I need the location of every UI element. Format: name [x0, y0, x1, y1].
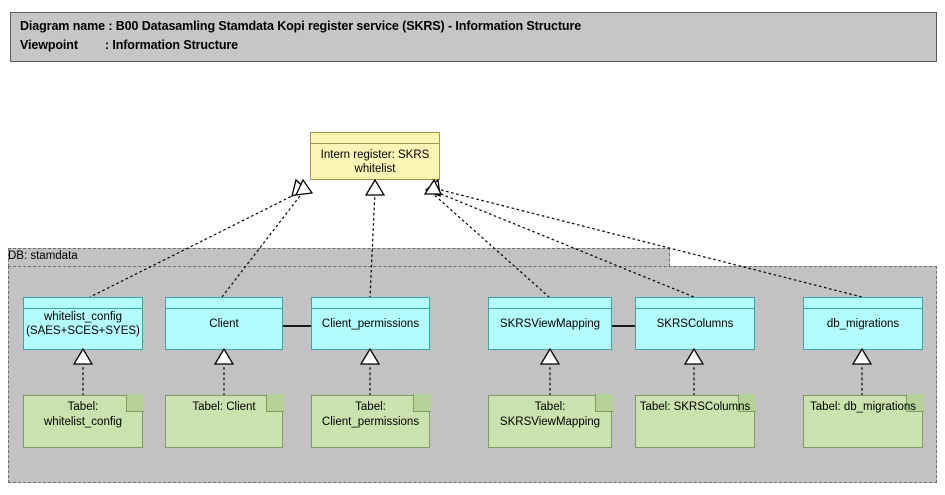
- note-label: Tabel: whitelist_config: [44, 401, 122, 428]
- note-tabel-client_permissions[interactable]: Tabel: Client_permissions: [311, 394, 431, 448]
- note-tabel-whitelist_config[interactable]: Tabel: whitelist_config: [23, 394, 144, 448]
- link-root-skrsviewmapping: [430, 191, 550, 298]
- arrowhead-generalization-icon: [423, 178, 443, 195]
- node-client[interactable]: Client: [165, 297, 283, 350]
- db-group-body: [8, 266, 937, 483]
- node-label: SKRSColumns: [656, 318, 734, 330]
- node-header-strip: [804, 298, 922, 309]
- note-label: Tabel: Client_permissions: [321, 401, 420, 428]
- node-header-strip: [636, 298, 754, 309]
- note-fold-corner-icon: [906, 394, 924, 412]
- note-body: [23, 395, 143, 448]
- node-db_migrations[interactable]: db_migrations: [803, 297, 923, 350]
- node-label: Client_permissions: [321, 318, 420, 330]
- arrowhead-realization-icon: [539, 347, 561, 365]
- node-header-strip: [166, 298, 282, 309]
- node-intern-register-skrs-whitelist[interactable]: Intern register: SKRS whitelist: [310, 132, 440, 180]
- arrowhead-realization-icon: [683, 347, 705, 365]
- note-body: [165, 395, 283, 448]
- node-skrscolumns[interactable]: SKRSColumns: [635, 297, 755, 350]
- note-tabel-client[interactable]: Tabel: Client: [165, 394, 284, 448]
- arrowhead-realization-icon: [72, 347, 94, 365]
- node-header-strip: [24, 298, 142, 309]
- arrowhead-realization-icon: [359, 347, 381, 365]
- viewpoint-text: Viewpoint : Information Structure: [20, 38, 239, 52]
- node-label: Intern register: SKRS whitelist: [320, 148, 430, 175]
- node-header-strip: [489, 298, 611, 309]
- note-tabel-skrsviewmapping[interactable]: Tabel: SKRSViewMapping: [488, 394, 613, 448]
- arrowhead-generalization-icon: [364, 178, 386, 196]
- note-label: Tabel: Client: [192, 401, 256, 413]
- db-group-label: DB: stamdata: [8, 250, 78, 262]
- note-fold-corner-icon: [595, 394, 613, 412]
- note-body: [488, 395, 612, 448]
- note-body: [635, 395, 755, 448]
- diagram-name-text: Diagram name : B00 Datasamling Stamdata …: [20, 19, 582, 33]
- node-label: db_migrations: [826, 318, 900, 330]
- note-label: Tabel: db_migrations: [809, 401, 917, 413]
- db-group-container: [8, 248, 937, 483]
- note-label: Tabel: SKRSViewMapping: [499, 401, 601, 428]
- diagram-title-box: Diagram name : B00 Datasamling Stamdata …: [10, 12, 937, 62]
- diagram-name-line: Diagram name : B00 Datasamling Stamdata …: [20, 19, 581, 33]
- arrowhead-realization-icon: [851, 347, 873, 365]
- note-body: [803, 395, 923, 448]
- node-header-strip: [311, 133, 439, 144]
- note-tabel-db_migrations[interactable]: Tabel: db_migrations: [803, 394, 924, 448]
- node-label: whitelist_config (SAES+SCES+SYES): [26, 311, 140, 337]
- link-root-client: [221, 191, 304, 298]
- note-fold-corner-icon: [738, 394, 756, 412]
- note-tabel-skrscolumns[interactable]: Tabel: SKRSColumns: [635, 394, 756, 448]
- note-label: Tabel: SKRSColumns: [639, 401, 751, 413]
- link-root-client_permissions: [369, 191, 376, 298]
- arrowhead-generalization-icon: [294, 178, 314, 196]
- node-label: Client: [209, 318, 239, 330]
- node-skrsviewmapping[interactable]: SKRSViewMapping: [488, 297, 612, 350]
- viewpoint-line: Viewpoint : Information Structure: [20, 38, 238, 52]
- note-fold-corner-icon: [413, 394, 431, 412]
- note-fold-corner-icon: [126, 394, 144, 412]
- node-client_permissions[interactable]: Client_permissions: [311, 297, 430, 350]
- node-whitelist_config[interactable]: whitelist_config (SAES+SCES+SYES): [23, 297, 143, 350]
- db-group-tab: [8, 248, 670, 267]
- node-label: SKRSViewMapping: [499, 318, 601, 330]
- note-fold-corner-icon: [266, 394, 284, 412]
- node-header-strip: [312, 298, 429, 309]
- arrowhead-realization-icon: [213, 347, 235, 365]
- note-body: [311, 395, 430, 448]
